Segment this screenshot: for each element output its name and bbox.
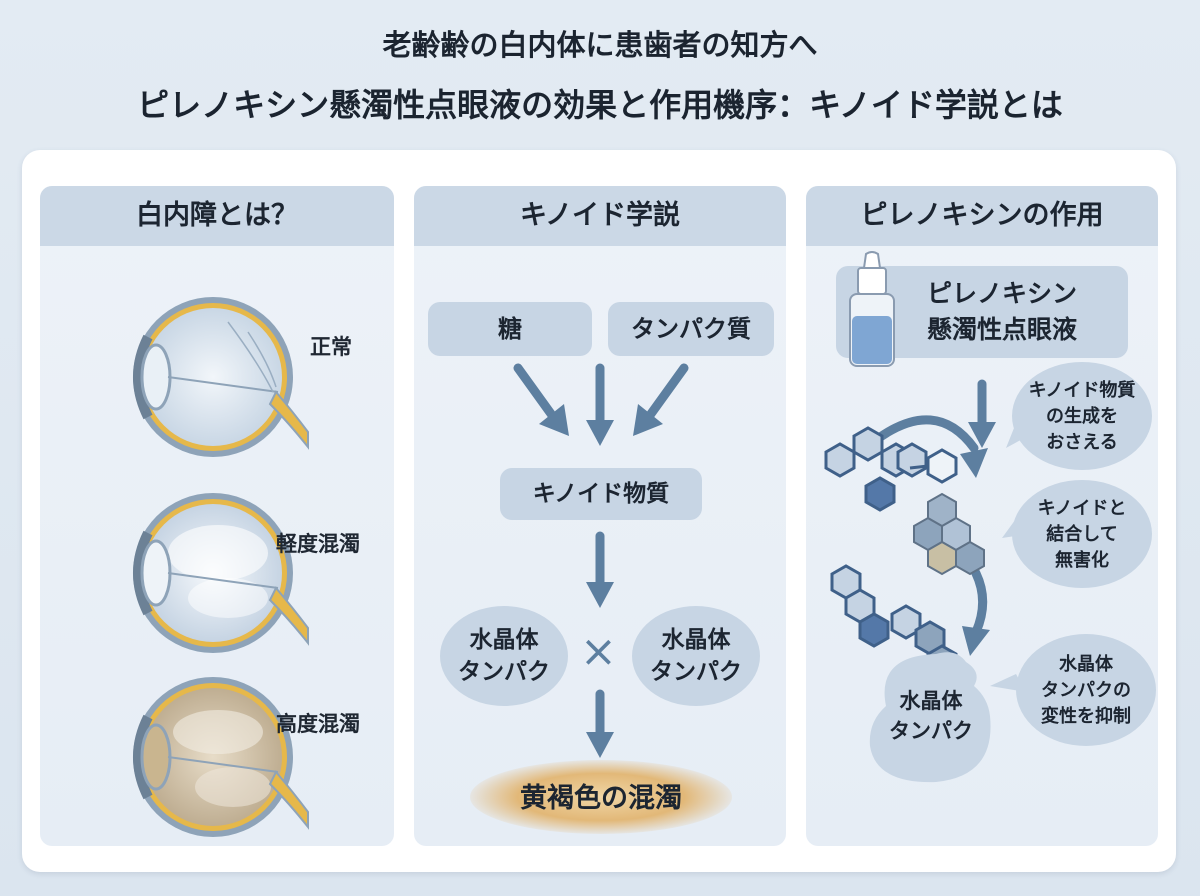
stage-label-normal: 正常 [310,335,352,359]
page-title-line1: 老齢齢の白内体に患歯者の知方へ [382,28,818,62]
callout-inhibit-denaturation: 水晶体 タンパクの 変性を抑制 [1016,634,1156,746]
cross-link-symbol: × [580,626,617,677]
lens-protein-bubble-left: 水晶体 タンパク [440,606,568,706]
quinoid-theory-panel: キノイド学説 糖 タンパク質 キノイド物質 水晶体 タンパク × 水晶体 タンパ… [414,186,786,846]
callout-neutralize-quinoid: キノイドと 結合して 無害化 [1012,480,1152,588]
quinoid-flow-arrows [513,363,689,758]
pirenoxine-panel-header: ピレノキシンの作用 [806,186,1158,246]
lens-protein-label: 水晶体 タンパク [889,689,973,743]
lens-protein-bubble-right: 水晶体 タンパク [632,606,760,706]
stage-label-severe: 高度混濁 [276,712,360,736]
page-title-line2: ピレノキシン懸濁性点眼液の効果と作用機序：キノイド学説とは [137,86,1063,124]
eye-mild-opacity-illustration [133,493,309,653]
quinoid-panel-header: キノイド学説 [414,186,786,246]
eye-normal-illustration [133,297,309,457]
result-glow [470,760,732,834]
cataract-panel: 白内障とは？ 正常 軽度混濁 [40,186,394,846]
callout-suppress-quinoid: キノイド物質 の生成を おさえる [1012,362,1152,470]
sugar-box: 糖 [428,302,592,356]
stage-label-mild: 軽度混濁 [276,532,360,556]
eye-severe-opacity-illustration [133,677,309,837]
yellow-brown-opacity-label: 黄褐色の混濁 [520,783,682,814]
protein-box: タンパク質 [608,302,774,356]
quinoid-substance-box: キノイド物質 [500,468,702,520]
eye-drop-bottle-icon [849,251,895,367]
cataract-panel-header: 白内障とは？ [40,186,394,246]
pirenoxine-action-panel: ピレノキシンの作用 ピレノキシン 懸濁性点眼液 [806,186,1158,846]
